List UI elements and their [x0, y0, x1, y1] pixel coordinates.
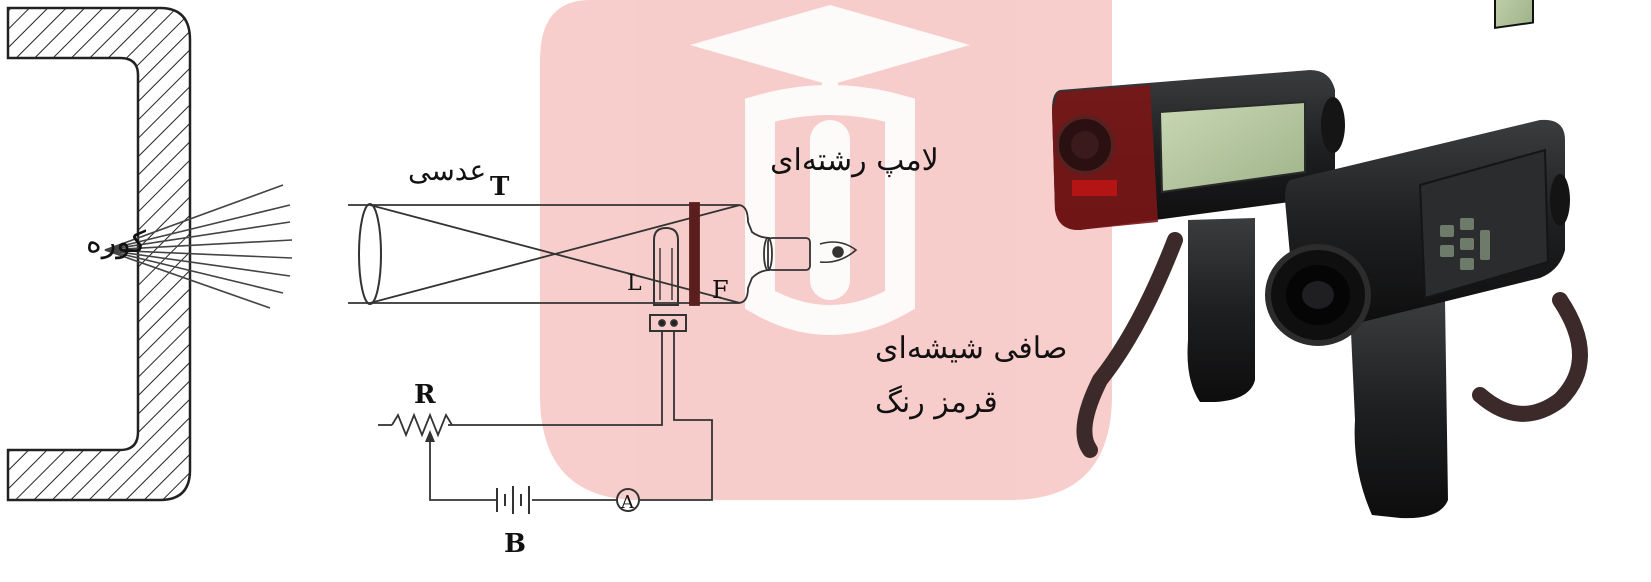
- watermark: [540, 0, 1112, 500]
- furnace-label: کوره: [86, 225, 147, 260]
- device-screen: [1494, 0, 1534, 30]
- lens-icon: [358, 203, 382, 305]
- label-R: R: [414, 380, 436, 410]
- red-filter: [689, 202, 700, 306]
- radiation-rays: [104, 184, 293, 309]
- filter-label-line1: صافی شیشه‌ای: [875, 331, 1067, 366]
- filament-lamp: [653, 226, 679, 306]
- pyrometer-schematic: [348, 202, 858, 514]
- pyrometer-device-icon: [1052, 70, 1345, 458]
- label-B: B: [504, 529, 526, 559]
- pyrometer-device-icon: [1265, 0, 1588, 519]
- resistor-icon: [391, 412, 453, 438]
- lens-label: عدسی: [408, 154, 486, 187]
- filter-label-line2: قرمز رنگ: [875, 385, 998, 420]
- label-L: L: [627, 271, 642, 296]
- label-A: A: [620, 492, 635, 513]
- ammeter-icon: [616, 488, 640, 512]
- label-T: T: [490, 172, 510, 202]
- battery-icon: [496, 486, 530, 514]
- furnace-wall: کوره: [6, 6, 293, 502]
- eye-icon: [819, 241, 858, 264]
- lamp-label: لامپ رشته‌ای: [770, 143, 939, 178]
- label-F: F: [712, 276, 729, 304]
- device-screen: [1158, 100, 1306, 194]
- watermark-logo-icon: [690, 5, 970, 335]
